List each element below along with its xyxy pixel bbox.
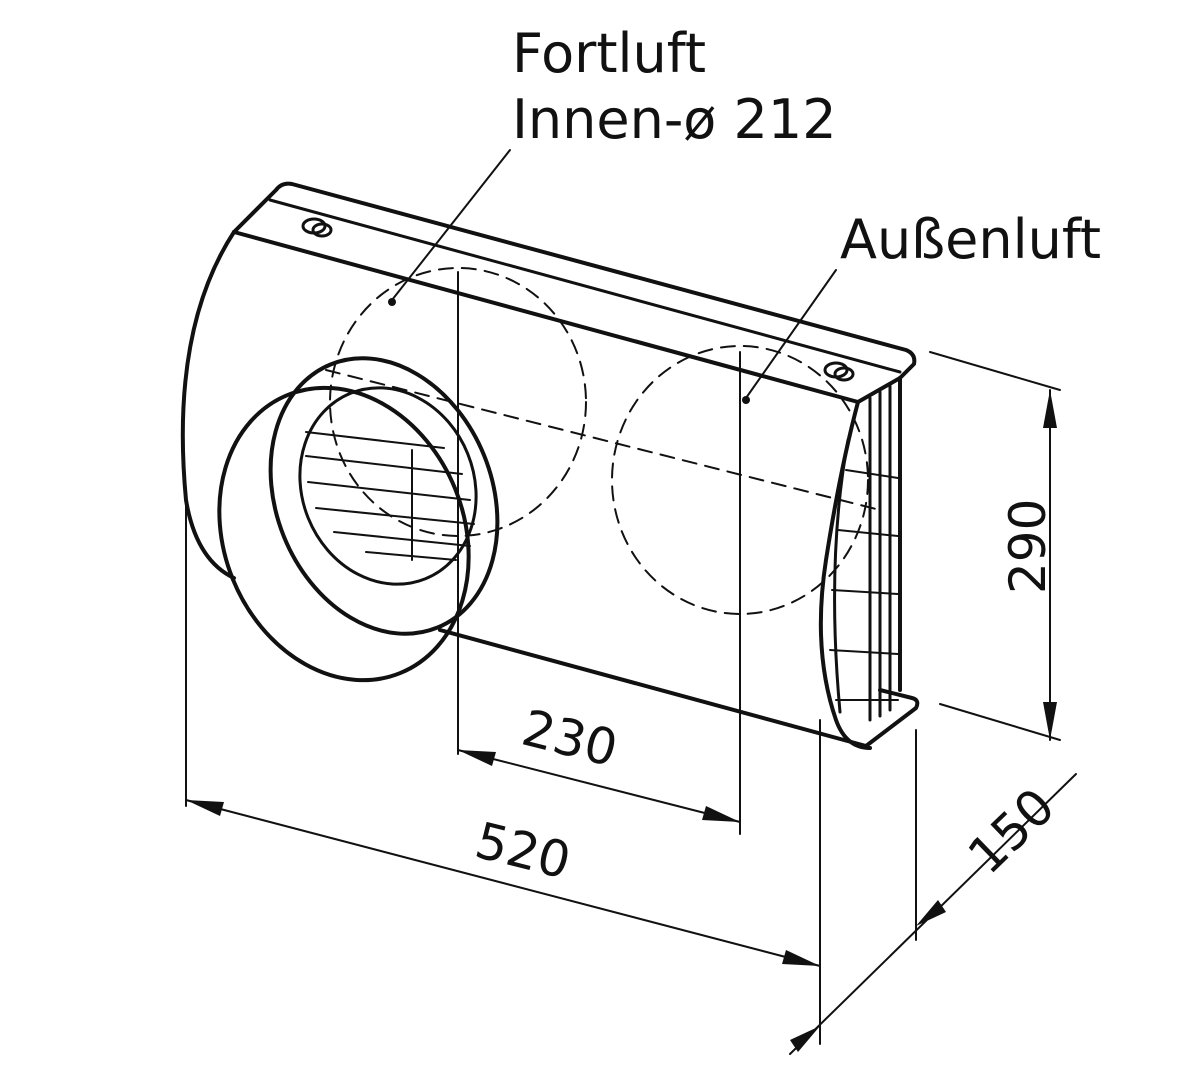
housing-body — [180, 230, 920, 750]
right-grille — [829, 384, 899, 722]
center-lines — [325, 271, 881, 835]
screw-hole-left — [301, 217, 333, 238]
mounting-flange — [232, 181, 917, 404]
dimension-520: 520 — [185, 499, 821, 1045]
dimension-150: 150 — [789, 729, 1077, 1055]
screw-hole-right — [823, 361, 855, 382]
dimension-150-label: 150 — [957, 777, 1066, 885]
label-fortluft-diameter: Innen-ø 212 — [512, 88, 837, 151]
leader-fortluft — [388, 149, 511, 306]
label-aussenluft: Außenluft — [840, 208, 1101, 271]
dimension-290: 290 — [929, 351, 1061, 741]
dimension-230: 230 — [457, 699, 741, 823]
round-outlet — [217, 356, 500, 683]
dimension-290-label: 290 — [999, 499, 1057, 594]
label-fortluft: Fortluft — [512, 22, 706, 85]
leader-aussenluft — [742, 269, 837, 404]
hidden-circle-intake — [611, 345, 869, 615]
dimension-230-label: 230 — [516, 699, 623, 778]
hidden-circle-exhaust — [329, 267, 587, 537]
